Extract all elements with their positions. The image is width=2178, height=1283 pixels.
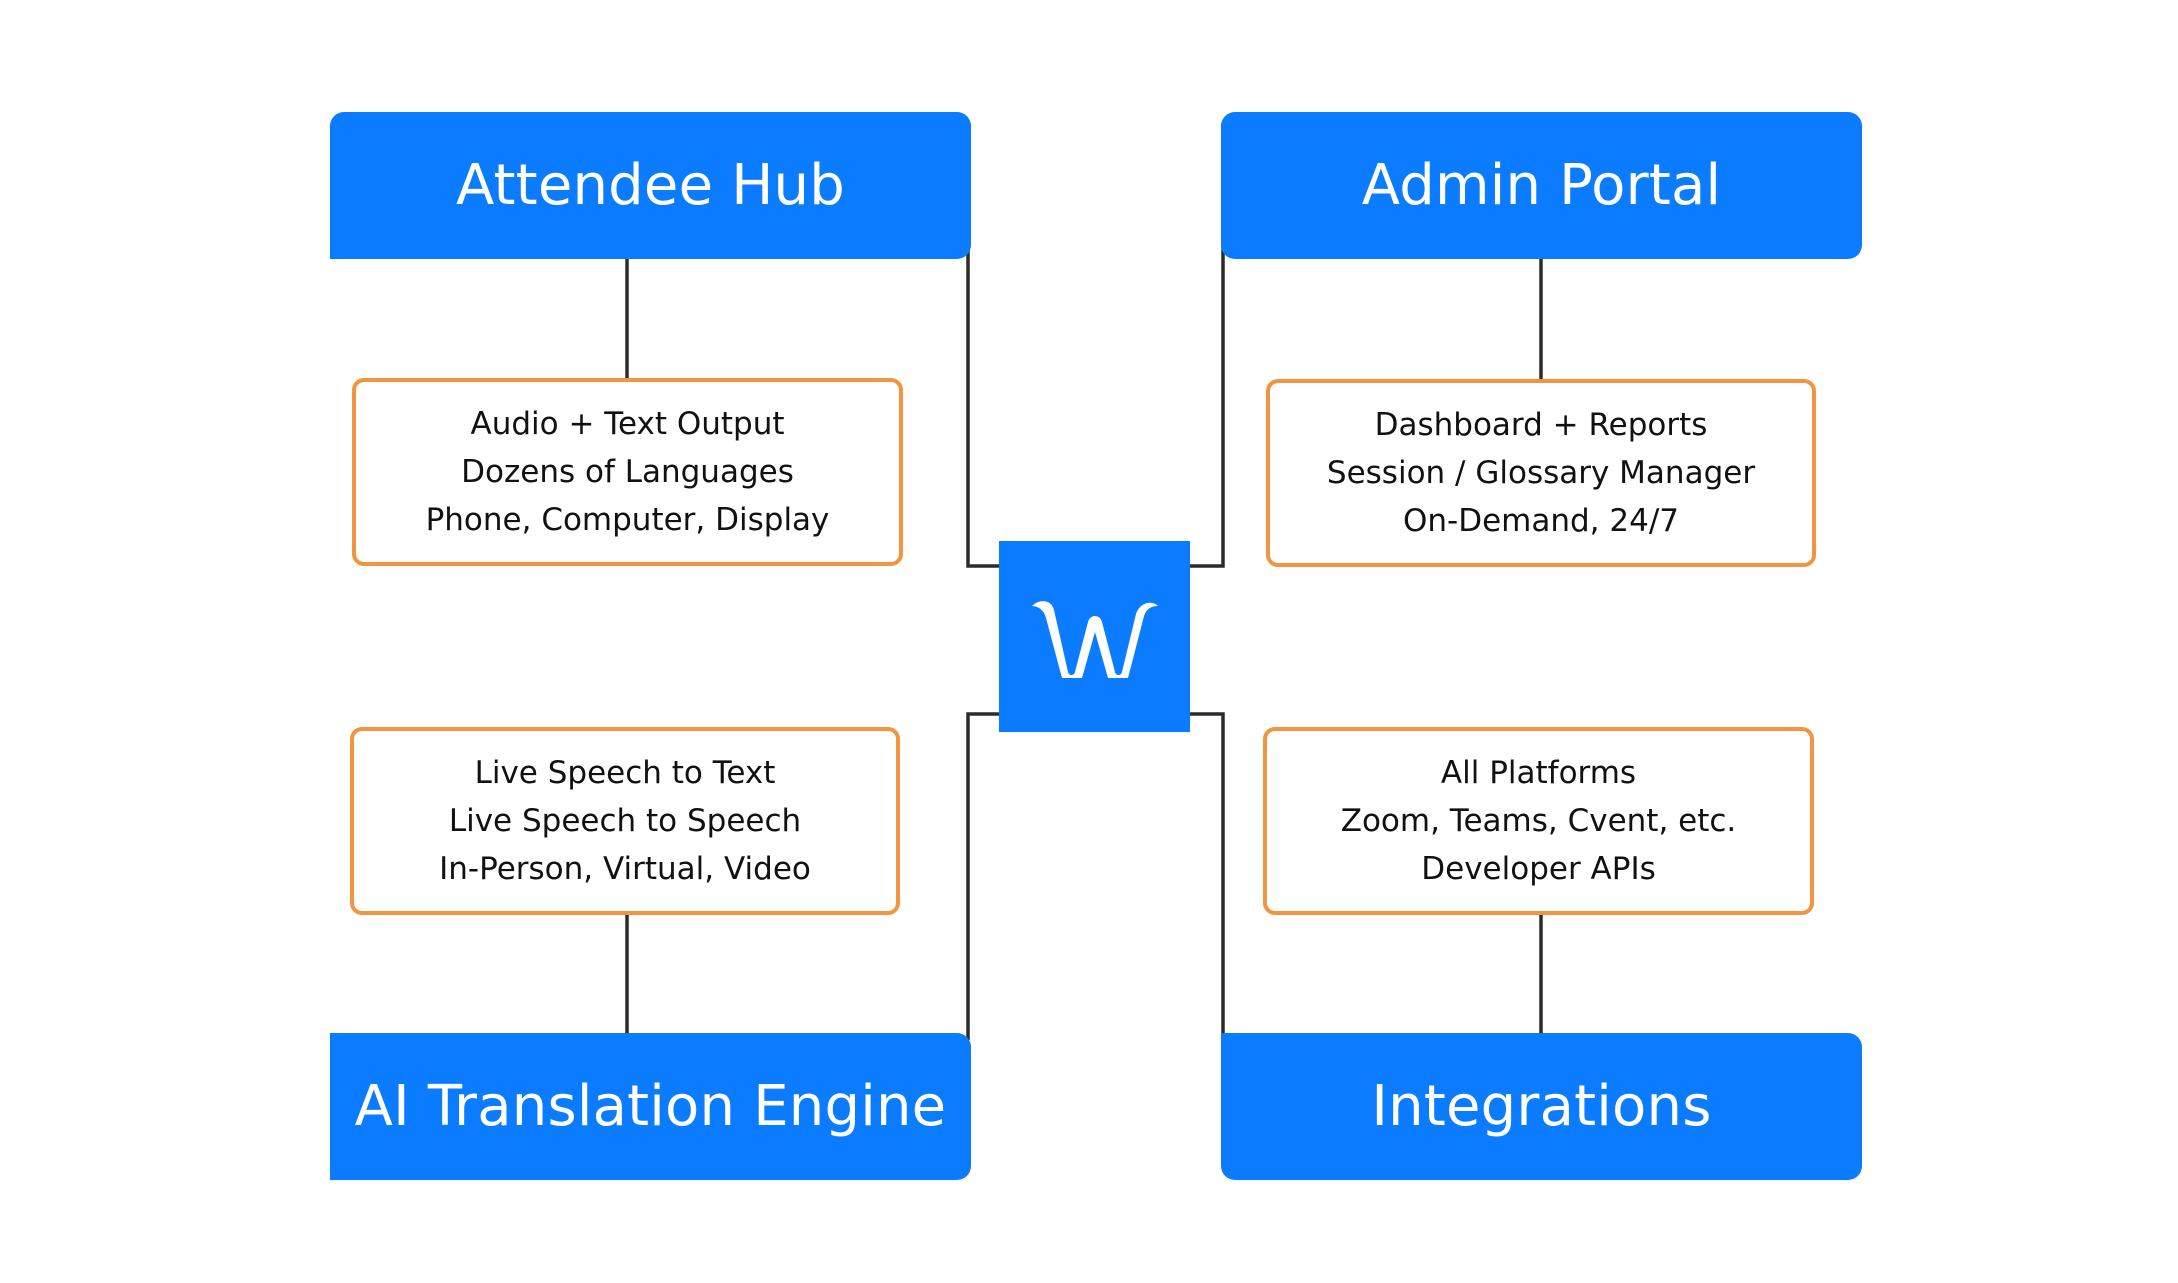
feature-line: Live Speech to Text — [474, 755, 776, 791]
feature-line: In-Person, Virtual, Video — [439, 851, 811, 887]
feature-line: Live Speech to Speech — [448, 803, 802, 839]
feature-line: All Platforms — [1440, 755, 1637, 791]
attendee-hub-features: Audio + Text Output Dozens of Languages … — [352, 378, 903, 566]
admin-portal-title: Admin Portal — [1361, 153, 1722, 218]
feature-line: Dashboard + Reports — [1374, 407, 1708, 443]
feature-line: Audio + Text Output — [470, 406, 785, 442]
integrations-features: All Platforms Zoom, Teams, Cvent, etc. D… — [1263, 727, 1814, 915]
connector-center-top-left — [966, 240, 999, 568]
feature-line: On-Demand, 24/7 — [1402, 503, 1680, 539]
connector-center-bottom-right — [1190, 712, 1225, 1040]
center-logo — [999, 541, 1190, 732]
admin-portal-header: Admin Portal — [1221, 112, 1862, 259]
w-logo-icon — [1031, 600, 1158, 678]
connector-center-bottom-left — [966, 712, 999, 1040]
feature-line: Zoom, Teams, Cvent, etc. — [1340, 803, 1737, 839]
connector-center-top-right — [1190, 240, 1225, 568]
feature-line: Session / Glossary Manager — [1326, 455, 1756, 491]
attendee-hub-title: Attendee Hub — [456, 153, 845, 218]
attendee-hub-header: Attendee Hub — [330, 112, 971, 259]
ai-translation-engine-title: AI Translation Engine — [354, 1074, 947, 1139]
ai-translation-engine-features: Live Speech to Text Live Speech to Speec… — [350, 727, 900, 915]
ai-translation-engine-header: AI Translation Engine — [330, 1033, 971, 1180]
feature-line: Developer APIs — [1421, 851, 1656, 887]
integrations-header: Integrations — [1221, 1033, 1862, 1180]
feature-line: Dozens of Languages — [461, 454, 794, 490]
feature-line: Phone, Computer, Display — [425, 502, 830, 538]
integrations-title: Integrations — [1371, 1074, 1712, 1139]
admin-portal-features: Dashboard + Reports Session / Glossary M… — [1266, 379, 1816, 567]
